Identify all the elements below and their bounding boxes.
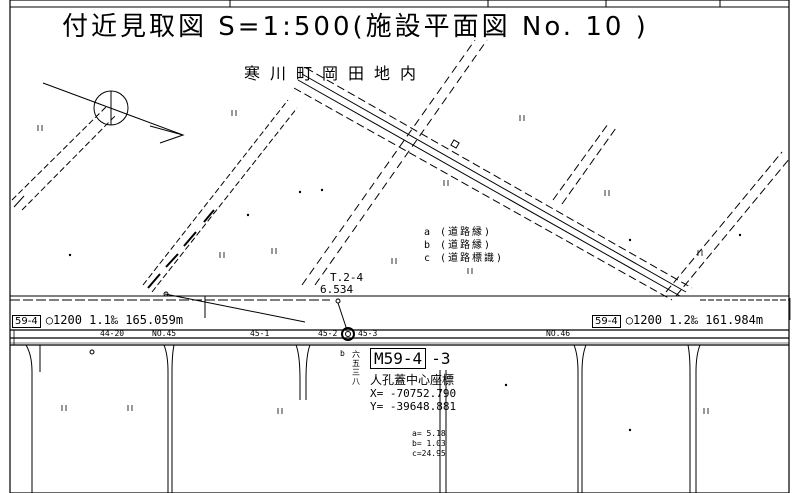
- tp-label: T.2-4: [330, 271, 364, 284]
- manhole-caption: 人孔蓋中心座標: [370, 373, 455, 387]
- north-arrow-icon: [42, 82, 185, 144]
- station-label: 44-20: [100, 329, 125, 338]
- pipe-right-label: 59-4 ○1200 1.2‰ 161.984m: [592, 311, 763, 328]
- legend-b: b (道路縁): [424, 240, 493, 251]
- station-label: NO.46: [546, 329, 571, 338]
- map-ticks: [13, 298, 791, 345]
- road-diagonal-middle: [142, 99, 298, 293]
- manhole-x: X= -70752.790: [370, 387, 457, 400]
- side-label-kanji: 六五三八: [352, 350, 360, 386]
- road-stubs-lower: [25, 344, 701, 493]
- legend-a: a (道路縁): [424, 227, 493, 238]
- pipe-left-spec: ○1200 1.1‰ 165.059m: [45, 313, 184, 327]
- station-label: NO.45: [152, 329, 177, 338]
- pipe-right-spec: ○1200 1.2‰ 161.984m: [625, 313, 764, 327]
- map-frame: [9, 0, 790, 493]
- main-road: [10, 327, 789, 355]
- manhole-suffix: -3: [431, 349, 451, 368]
- vegetation-marks: [37, 110, 742, 432]
- station-label: 45-3: [358, 329, 378, 338]
- manhole-label: M59-4 -3: [370, 348, 451, 369]
- side-label-b: b: [340, 349, 345, 358]
- pipe-left-tag: 59-4: [12, 315, 41, 328]
- offset-a: a= 5.18: [412, 429, 446, 438]
- road-diagonal-right: [552, 123, 791, 297]
- pipe-right-tag: 59-4: [592, 315, 621, 328]
- legend-c: c (道路標識): [424, 253, 505, 264]
- offset-b: b= 1.03: [412, 439, 446, 448]
- tp-value: 6.534: [320, 283, 354, 296]
- offset-c: c=24.95: [412, 449, 446, 458]
- manhole-y: Y= -39648.881: [370, 400, 457, 413]
- pipe-left-label: 59-4 ○1200 1.1‰ 165.059m: [12, 311, 183, 328]
- road-upper-edge: [10, 291, 789, 331]
- station-label: 45-2: [318, 329, 338, 338]
- road-diagonal-left: [11, 104, 117, 211]
- location-label: 寒川町岡田地内: [244, 64, 427, 83]
- map-title: 付近見取図 S=1:500(施設平面図 No. 10 ): [62, 12, 649, 42]
- station-label: 45-1: [250, 329, 270, 338]
- road-diagonal-main: [293, 67, 693, 301]
- manhole-id: M59-4: [370, 348, 427, 369]
- road-dashed-center: [301, 39, 488, 286]
